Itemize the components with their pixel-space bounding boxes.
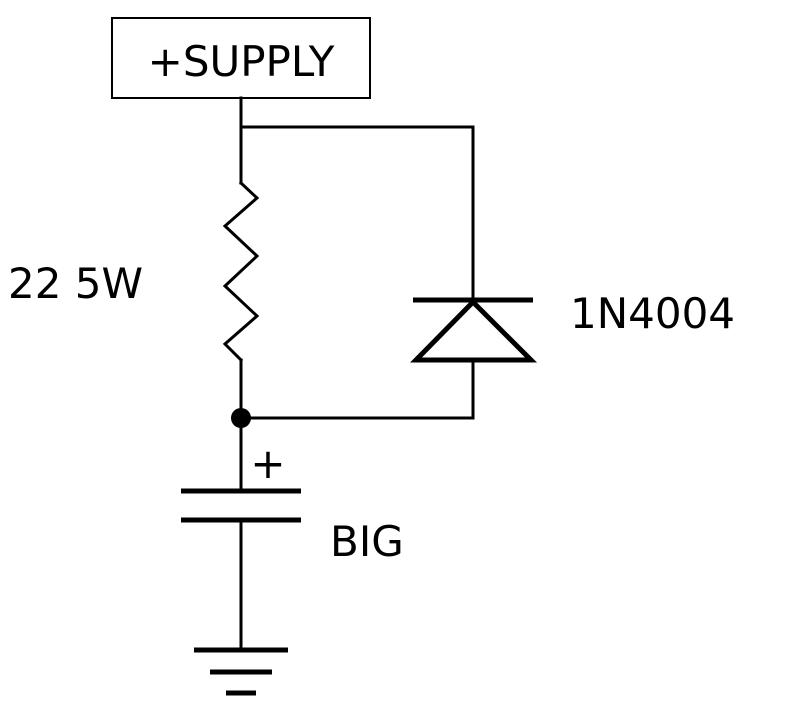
junction-dot — [231, 408, 251, 428]
diode-triangle — [410, 298, 538, 363]
resistor-zigzag — [222, 180, 260, 363]
diode: 1N4004 — [410, 289, 735, 363]
ground-symbol — [194, 647, 288, 696]
diode-label: 1N4004 — [570, 289, 735, 338]
supply-box — [111, 17, 371, 99]
resistor: 22 5W — [8, 180, 260, 363]
capacitor-polarity: + — [250, 439, 285, 488]
supply-label: +SUPPLY — [148, 37, 335, 86]
capacitor: + BIG — [181, 439, 404, 566]
supply-terminal: +SUPPLY — [111, 17, 371, 99]
capacitor-label: BIG — [330, 517, 404, 566]
resistor-label: 22 5W — [8, 259, 143, 308]
